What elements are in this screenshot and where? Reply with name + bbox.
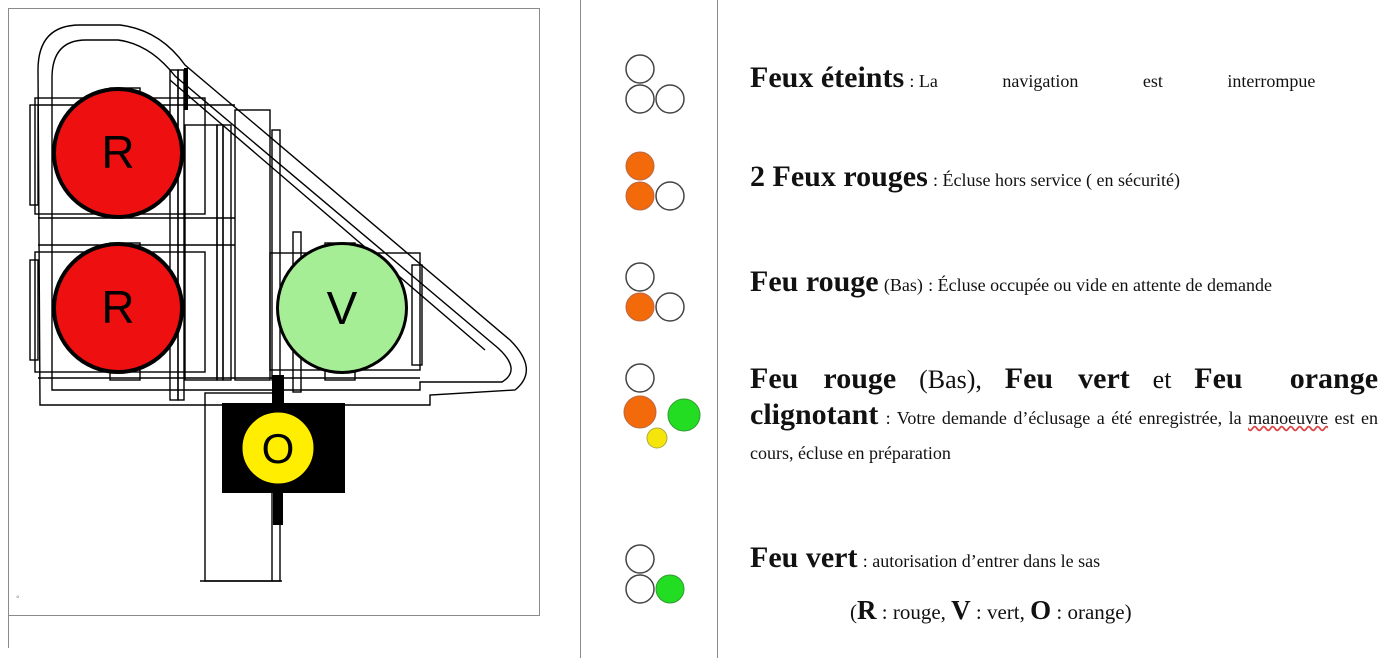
legend-qualifier: (Bas) (883, 275, 923, 295)
divider-left (580, 0, 581, 658)
legend-title: 2 Feux rouges (750, 160, 928, 193)
legend-title: Feu vert (750, 541, 858, 574)
caption-o-letter: O (1030, 595, 1052, 625)
legend-row-low-red: Feu rouge (Bas) : Écluse occupée ou vide… (620, 246, 1388, 346)
legend-title: Feu rouge (750, 362, 897, 395)
legend-text-end: est en cours, écluse en préparation (750, 408, 1379, 463)
legend-row-lights-off: Feux éteints : La navigation est interro… (620, 38, 1388, 138)
color-key-caption: (R : rouge, V : vert, O : orange) (850, 595, 1132, 626)
legend-text-underlined: manoeuvre (1248, 408, 1329, 428)
legend-row-preparation: Feu rouge (Bas), Feu vert et Feu orange … (620, 362, 1388, 522)
legend-title-3: Feu orange clignotant (750, 362, 1379, 431)
svg-text:◦: ◦ (16, 592, 20, 603)
orange-lamp (239, 409, 317, 487)
bottom-red-lamp-letter: R (101, 281, 134, 333)
legend-text: Écluse occupée ou vide en attente de dem… (937, 275, 1272, 295)
green-light-icon (625, 544, 685, 604)
legend-text: Votre demande d’éclusage a été enregistr… (896, 408, 1249, 428)
two-red-lights-icon (625, 151, 685, 211)
caption-r-text: : rouge, (881, 600, 946, 624)
green-lamp-letter: V (327, 282, 358, 334)
legend-text: La navigation est interrompue (918, 71, 1316, 91)
caption-o-text: : orange) (1056, 600, 1132, 624)
panel-border-bottom (8, 615, 540, 616)
top-red-lamp-letter: R (101, 126, 134, 178)
lock-signal-diagram: R R V O ◦ (16, 24, 528, 603)
panel-border-left (8, 8, 9, 648)
legend-title-2: Feu vert (1004, 362, 1130, 395)
legend-connector: et (1152, 365, 1172, 394)
legend-title: Feu rouge (750, 265, 879, 298)
legend-row-two-red: 2 Feux rouges : Écluse hors service ( en… (620, 135, 1388, 235)
panel-border-right (539, 8, 540, 616)
caption-open: ( (850, 600, 857, 624)
divider-right (717, 0, 718, 658)
lights-off-icon (625, 54, 685, 114)
orange-lamp-letter: O (262, 425, 295, 472)
panel-border-top (8, 8, 540, 9)
caption-v-letter: V (951, 595, 971, 625)
legend-qualifier: (Bas), (919, 365, 982, 394)
low-red-light-icon (625, 262, 685, 322)
red-green-orange-lights-icon (623, 363, 701, 449)
caption-v-text: : vert, (975, 600, 1025, 624)
caption-r-letter: R (857, 595, 877, 625)
legend-title: Feux éteints (750, 61, 905, 94)
legend-row-green: Feu vert : autorisation d’entrer dans le… (620, 528, 1388, 608)
legend-text: autorisation d’entrer dans le sas (872, 551, 1101, 571)
legend-text: Écluse hors service ( en sécurité) (942, 170, 1180, 190)
